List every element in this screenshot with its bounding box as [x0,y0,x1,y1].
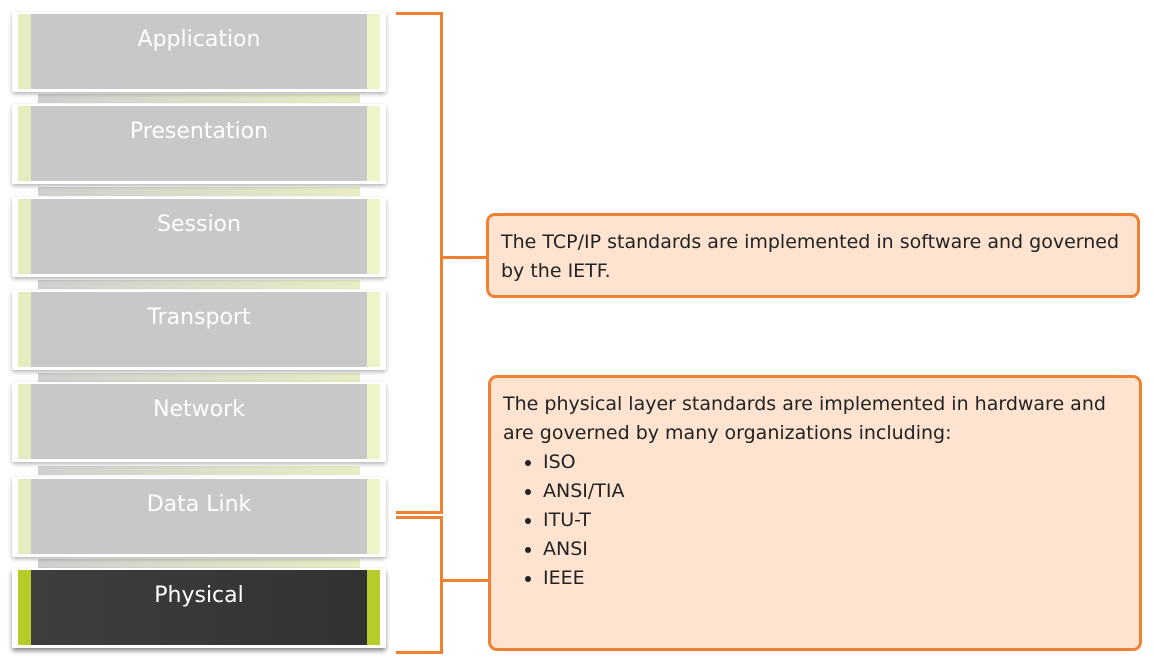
layer-presentation: Presentation [12,104,386,184]
layer-transport: Transport [12,290,386,370]
lower-bracket-stem [443,579,489,582]
upper-bracket-stem [443,256,487,259]
layer-connector [38,466,360,475]
upper-layers-bracket [396,12,443,514]
layer-label: Session [157,212,241,237]
layer-connector [38,373,360,382]
layer-connector [38,94,360,103]
layer-fill [18,292,380,367]
physical-callout: The physical layer standards are impleme… [488,375,1142,651]
layer-label: Transport [147,305,251,330]
layer-application: Application [12,12,386,92]
physical-layer-bracket [396,516,443,654]
layer-label: Application [137,27,261,52]
tcpip-callout-text: The TCP/IP standards are implemented in … [501,231,1120,282]
physical-callout-text: The physical layer standards are impleme… [503,393,1106,444]
layer-fill [18,14,380,89]
layer-fill [18,106,380,181]
organization-item: ANSI [543,535,1127,564]
tcpip-callout: The TCP/IP standards are implemented in … [486,213,1140,298]
organization-item: IEEE [543,564,1127,593]
layer-data-link: Data Link [12,477,386,557]
organization-list: ISO ANSI/TIA ITU-T ANSI IEEE [503,448,1127,593]
layer-label: Data Link [146,492,252,517]
layer-fill [18,199,380,274]
organization-item: ITU-T [543,506,1127,535]
layer-fill [18,570,380,645]
layer-connector [38,280,360,289]
organization-item: ISO [543,448,1127,477]
layer-label: Presentation [129,119,269,144]
layer-label: Physical [154,583,244,608]
layer-fill [18,384,380,459]
layer-label: Network [153,397,245,422]
layer-fill [18,479,380,554]
layer-network: Network [12,382,386,462]
layer-session: Session [12,197,386,277]
layer-connector [38,559,360,568]
layer-physical: Physical [12,568,386,648]
layer-connector [38,187,360,196]
organization-item: ANSI/TIA [543,477,1127,506]
